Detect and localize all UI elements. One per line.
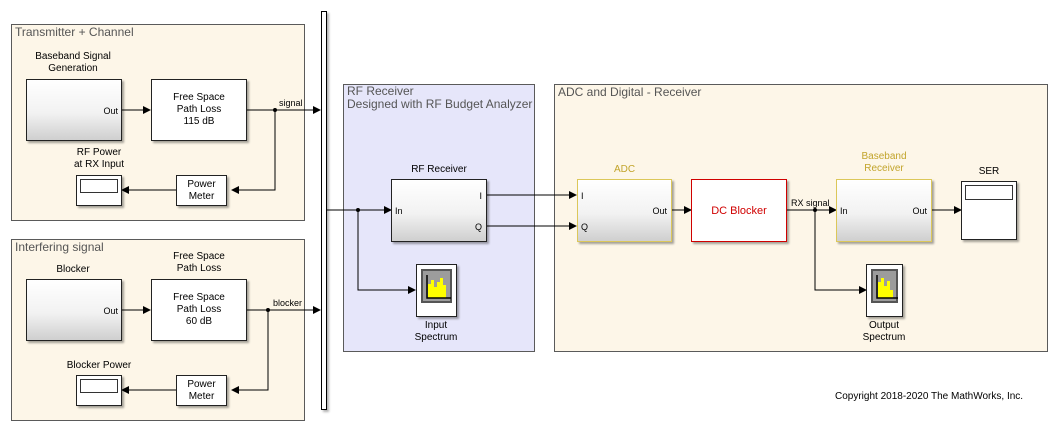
block-label: Input Spectrum	[414, 320, 458, 343]
block-label: Blocker Power	[66, 360, 132, 371]
branch-point	[356, 208, 360, 212]
block-label: RF Receiver	[411, 164, 467, 175]
blocker-block[interactable]: Out	[26, 279, 122, 341]
wire	[231, 310, 269, 394]
block-text: Power Meter	[187, 378, 216, 402]
ser-display-block[interactable]	[961, 181, 1017, 240]
free-space-path-loss-60db-block[interactable]: Free Space Path Loss 60 dB	[151, 279, 247, 341]
block-label: Output Spectrum	[862, 320, 906, 343]
port-q: Q	[474, 222, 482, 232]
block-label: Baseband Receiver	[861, 151, 907, 174]
wire	[814, 210, 867, 294]
block-text: Power Meter	[187, 178, 216, 202]
area-title: RF Receiver Designed with RF Budget Anal…	[347, 84, 533, 111]
adc-block[interactable]: I Q Out	[577, 179, 672, 242]
port-out: Out	[103, 106, 118, 116]
port-out: Out	[103, 306, 118, 316]
copyright-text: Copyright 2018-2020 The MathWorks, Inc.	[835, 391, 1024, 402]
wire	[357, 210, 416, 294]
area-title: ADC and Digital - Receiver	[558, 85, 702, 99]
free-space-path-loss-115db-block[interactable]: Free Space Path Loss 115 dB	[151, 79, 247, 141]
signal-label-rx-signal: RX signal	[791, 198, 830, 208]
spectrum-scope-icon	[421, 269, 452, 303]
port-in: In	[395, 206, 403, 216]
block-label: Baseband Signal Generation	[35, 51, 111, 74]
port-out: Out	[652, 206, 667, 216]
blocker-power-display-block[interactable]	[76, 375, 122, 406]
block-label: SER	[978, 166, 1000, 177]
block-text: Free Space Path Loss 115 dB	[173, 92, 225, 127]
signal-label-signal: signal	[279, 98, 303, 108]
power-meter-intf-block[interactable]: Power Meter	[176, 375, 227, 406]
branch-point	[266, 308, 270, 312]
display-readout	[80, 379, 118, 393]
signal-label-blocker: blocker	[273, 298, 303, 308]
branch-point	[273, 108, 277, 112]
port-out: Out	[912, 206, 927, 216]
dc-blocker-block[interactable]: DC Blocker	[691, 179, 787, 242]
output-spectrum-scope-block[interactable]	[866, 264, 903, 317]
port-in: In	[840, 206, 848, 216]
power-meter-tx-block[interactable]: Power Meter	[176, 175, 227, 206]
block-label: ADC	[613, 164, 636, 175]
baseband-receiver-block[interactable]: In Out	[836, 179, 932, 242]
display-readout	[965, 185, 1013, 200]
bus-creator[interactable]	[321, 11, 327, 410]
display-readout	[80, 179, 118, 193]
spectrum-scope-icon	[871, 269, 898, 303]
area-title: Interfering signal	[15, 240, 104, 254]
port-i: I	[479, 191, 482, 201]
wire	[231, 110, 276, 194]
block-text: Free Space Path Loss 60 dB	[173, 292, 225, 327]
branch-point	[813, 208, 817, 212]
area-title: Transmitter + Channel	[15, 25, 134, 39]
input-spectrum-scope-block[interactable]	[416, 264, 457, 317]
baseband-signal-generation-block[interactable]: Out	[26, 79, 122, 141]
rf-power-display-block[interactable]	[76, 175, 122, 206]
block-text: DC Blocker	[711, 204, 767, 217]
rf-receiver-block[interactable]: In I Q	[391, 179, 487, 242]
block-label: Blocker	[56, 264, 90, 275]
port-q: Q	[581, 222, 589, 232]
block-label: Free Space Path Loss	[173, 251, 225, 274]
block-label: RF Power at RX Input	[73, 147, 125, 170]
port-i: I	[581, 191, 584, 201]
